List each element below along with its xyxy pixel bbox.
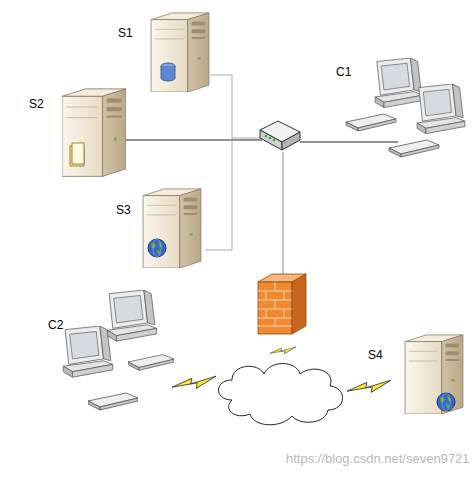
device-label: C1 <box>336 65 351 79</box>
network-device: S3 <box>110 185 210 270</box>
network-device: C1 <box>332 58 472 168</box>
device-label: S1 <box>118 26 133 40</box>
device-label: C2 <box>48 318 63 332</box>
watermark: https://blog.csdn.net/seven9721 <box>286 451 470 466</box>
network-device: C2 <box>44 288 174 413</box>
device-label: S3 <box>116 203 131 217</box>
network-device: S1 <box>112 10 217 95</box>
device-label: S4 <box>368 348 383 362</box>
network-device: S4 <box>364 330 469 415</box>
device-label: S2 <box>29 97 44 111</box>
network-device: S2 <box>25 80 130 185</box>
